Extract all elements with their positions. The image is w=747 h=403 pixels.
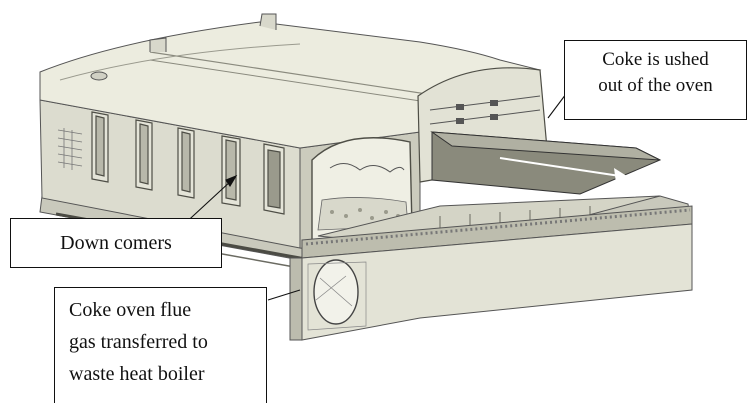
callout-coke-pushed-line-2: out of the oven (598, 75, 713, 96)
callout-down-comers: Down comers (10, 218, 222, 268)
callout-coke-pushed: Coke is ushed out of the oven (564, 40, 747, 120)
callout-down-comers-text: Down comers (60, 232, 172, 254)
push-arrow (499, 157, 630, 183)
down-comer-ducts (91, 111, 285, 215)
callout-flue-gas-line-1: Coke oven flue (69, 299, 192, 321)
callout-coke-pushed-line-1: Coke is ushed (602, 49, 709, 70)
cropped-header-text (0, 0, 747, 10)
callout-flue-gas: Coke oven flue gas transferred to waste … (54, 287, 267, 403)
flue-duct-side (289, 257, 303, 341)
callout-flue-gas-line-2: gas transferred to (69, 331, 208, 353)
oven-roof (39, 21, 542, 149)
brick-texture (57, 128, 83, 170)
callout-flue-gas-line-3: waste heat boiler (69, 363, 205, 385)
charging-port (90, 71, 108, 81)
